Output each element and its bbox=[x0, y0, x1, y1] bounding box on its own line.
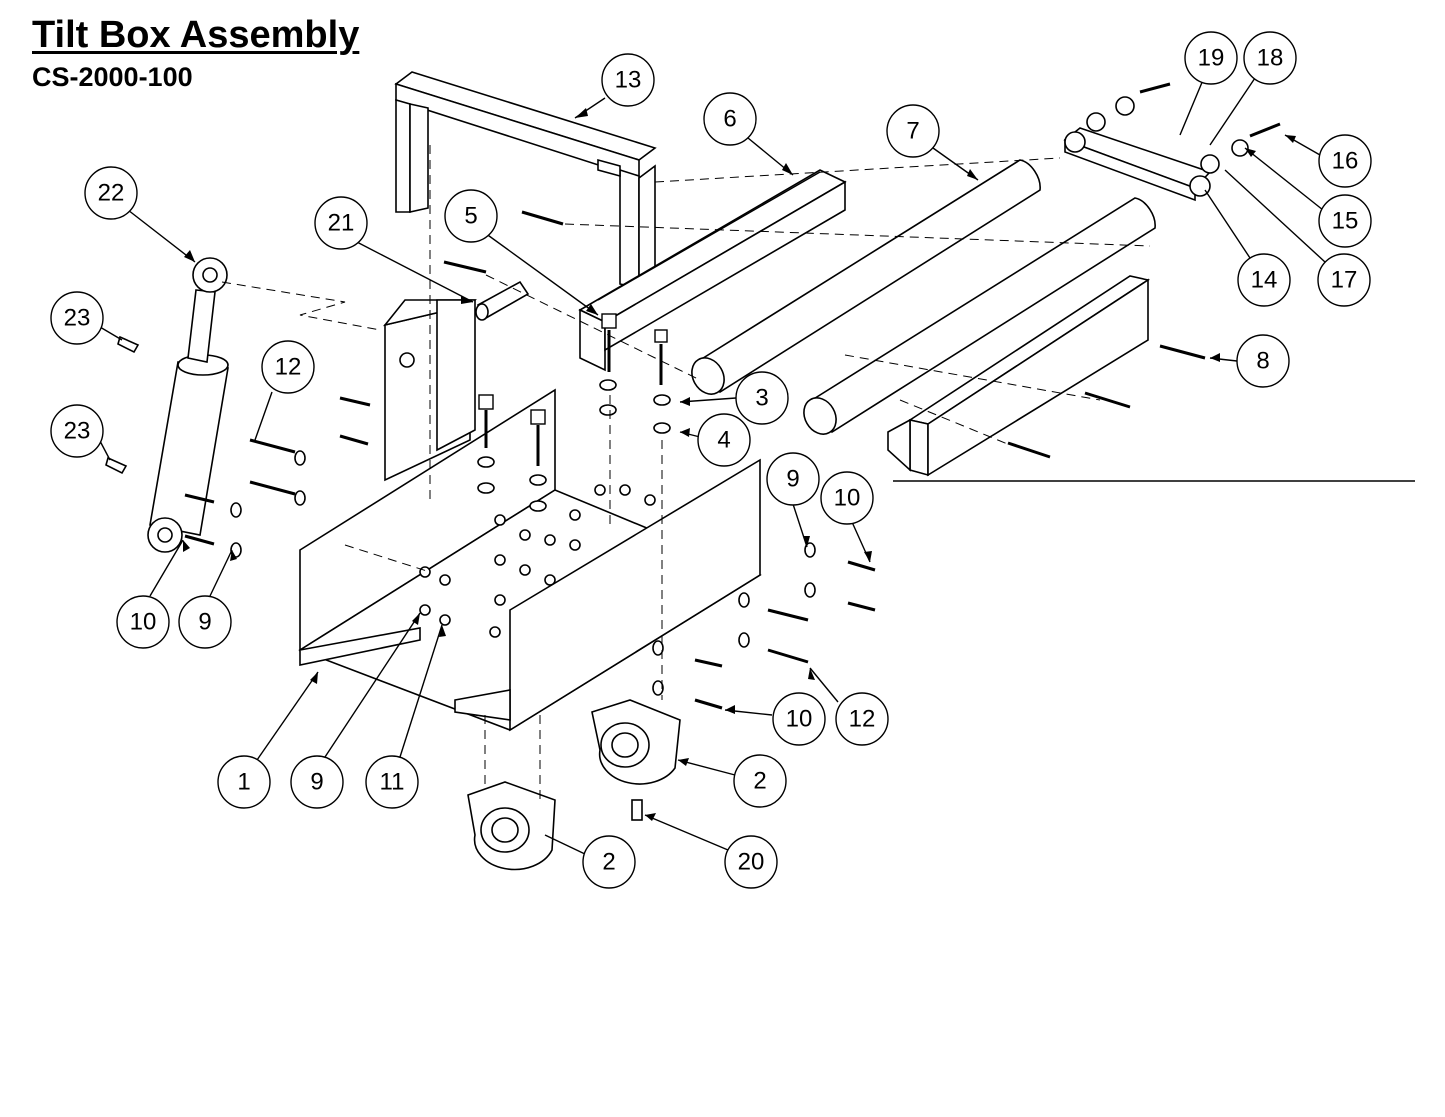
callout-5: 5 bbox=[444, 189, 498, 243]
callout-2-lower: 2 bbox=[582, 835, 636, 889]
callout-8: 8 bbox=[1236, 334, 1290, 388]
svg-text:16: 16 bbox=[1332, 148, 1359, 175]
svg-text:9: 9 bbox=[786, 466, 799, 493]
svg-text:18: 18 bbox=[1257, 45, 1284, 72]
callout-10-bottom: 10 bbox=[772, 692, 826, 746]
callout-19: 19 bbox=[1184, 31, 1238, 85]
part-13-u-frame bbox=[394, 71, 657, 290]
callout-2-upper: 2 bbox=[733, 754, 787, 808]
callout-14: 14 bbox=[1237, 253, 1291, 307]
callout-22: 22 bbox=[84, 166, 138, 220]
callout-3: 3 bbox=[735, 371, 789, 425]
svg-text:23: 23 bbox=[64, 305, 91, 332]
svg-text:10: 10 bbox=[130, 609, 157, 636]
callout-16: 16 bbox=[1318, 134, 1372, 188]
svg-text:20: 20 bbox=[738, 849, 765, 876]
callout-9-right: 9 bbox=[766, 452, 820, 506]
callout-20: 20 bbox=[724, 835, 778, 889]
callout-10-left: 10 bbox=[116, 595, 170, 649]
part-14-link-bar bbox=[1063, 127, 1212, 202]
callout-6: 6 bbox=[703, 92, 757, 146]
svg-text:11: 11 bbox=[380, 769, 405, 796]
callout-23-upper: 23 bbox=[50, 291, 104, 345]
svg-text:9: 9 bbox=[310, 769, 323, 796]
part-21-pin bbox=[475, 280, 530, 321]
svg-text:10: 10 bbox=[834, 485, 861, 512]
part-1-main-box bbox=[298, 388, 762, 732]
svg-text:22: 22 bbox=[98, 180, 125, 207]
callout-13: 13 bbox=[601, 53, 655, 107]
callout-12-left: 12 bbox=[261, 340, 315, 394]
svg-text:2: 2 bbox=[602, 849, 615, 876]
svg-text:10: 10 bbox=[786, 706, 813, 733]
callout-21: 21 bbox=[314, 196, 368, 250]
svg-text:21: 21 bbox=[328, 210, 355, 237]
callout-17: 17 bbox=[1317, 253, 1371, 307]
part-number: CS-2000-100 bbox=[32, 62, 193, 92]
part-5-riser-block bbox=[382, 299, 477, 482]
svg-text:19: 19 bbox=[1198, 45, 1225, 72]
callout-1: 1 bbox=[217, 755, 271, 809]
svg-text:12: 12 bbox=[849, 706, 876, 733]
svg-text:12: 12 bbox=[275, 354, 302, 381]
callout-23-lower: 23 bbox=[50, 404, 104, 458]
part-2-bearing-lower bbox=[467, 781, 556, 871]
callout-11: 11 bbox=[365, 755, 419, 809]
part-7-tubes bbox=[691, 159, 1156, 435]
part-22-hydraulic-cylinder bbox=[147, 257, 229, 553]
svg-text:3: 3 bbox=[755, 385, 768, 412]
svg-text:1: 1 bbox=[237, 769, 250, 796]
callout-12-right: 12 bbox=[835, 692, 889, 746]
svg-text:7: 7 bbox=[906, 118, 919, 145]
part-6-angle-rail bbox=[578, 169, 847, 372]
leader-lines bbox=[99, 77, 1326, 856]
svg-text:2: 2 bbox=[753, 768, 766, 795]
svg-text:8: 8 bbox=[1256, 348, 1269, 375]
callout-18: 18 bbox=[1243, 31, 1297, 85]
callout-10-right: 10 bbox=[820, 471, 874, 525]
callout-9-bottom: 9 bbox=[290, 755, 344, 809]
svg-text:6: 6 bbox=[723, 106, 736, 133]
svg-text:23: 23 bbox=[64, 418, 91, 445]
callout-9-left: 9 bbox=[178, 595, 232, 649]
part-20-grease-fitting bbox=[631, 799, 643, 821]
svg-text:13: 13 bbox=[615, 67, 642, 94]
callout-7: 7 bbox=[886, 104, 940, 158]
svg-text:9: 9 bbox=[198, 609, 211, 636]
callout-4: 4 bbox=[697, 413, 751, 467]
svg-text:4: 4 bbox=[717, 427, 730, 454]
svg-text:14: 14 bbox=[1251, 267, 1278, 294]
part-2-bearing-upper bbox=[591, 699, 681, 785]
svg-text:15: 15 bbox=[1332, 208, 1359, 235]
centerlines bbox=[221, 145, 1151, 800]
svg-text:5: 5 bbox=[464, 203, 477, 230]
part-8-channel bbox=[887, 275, 1151, 477]
svg-text:17: 17 bbox=[1331, 267, 1358, 294]
diagram-title: Tilt Box Assembly bbox=[32, 14, 360, 56]
fasteners bbox=[105, 82, 1281, 710]
callout-15: 15 bbox=[1318, 194, 1372, 248]
